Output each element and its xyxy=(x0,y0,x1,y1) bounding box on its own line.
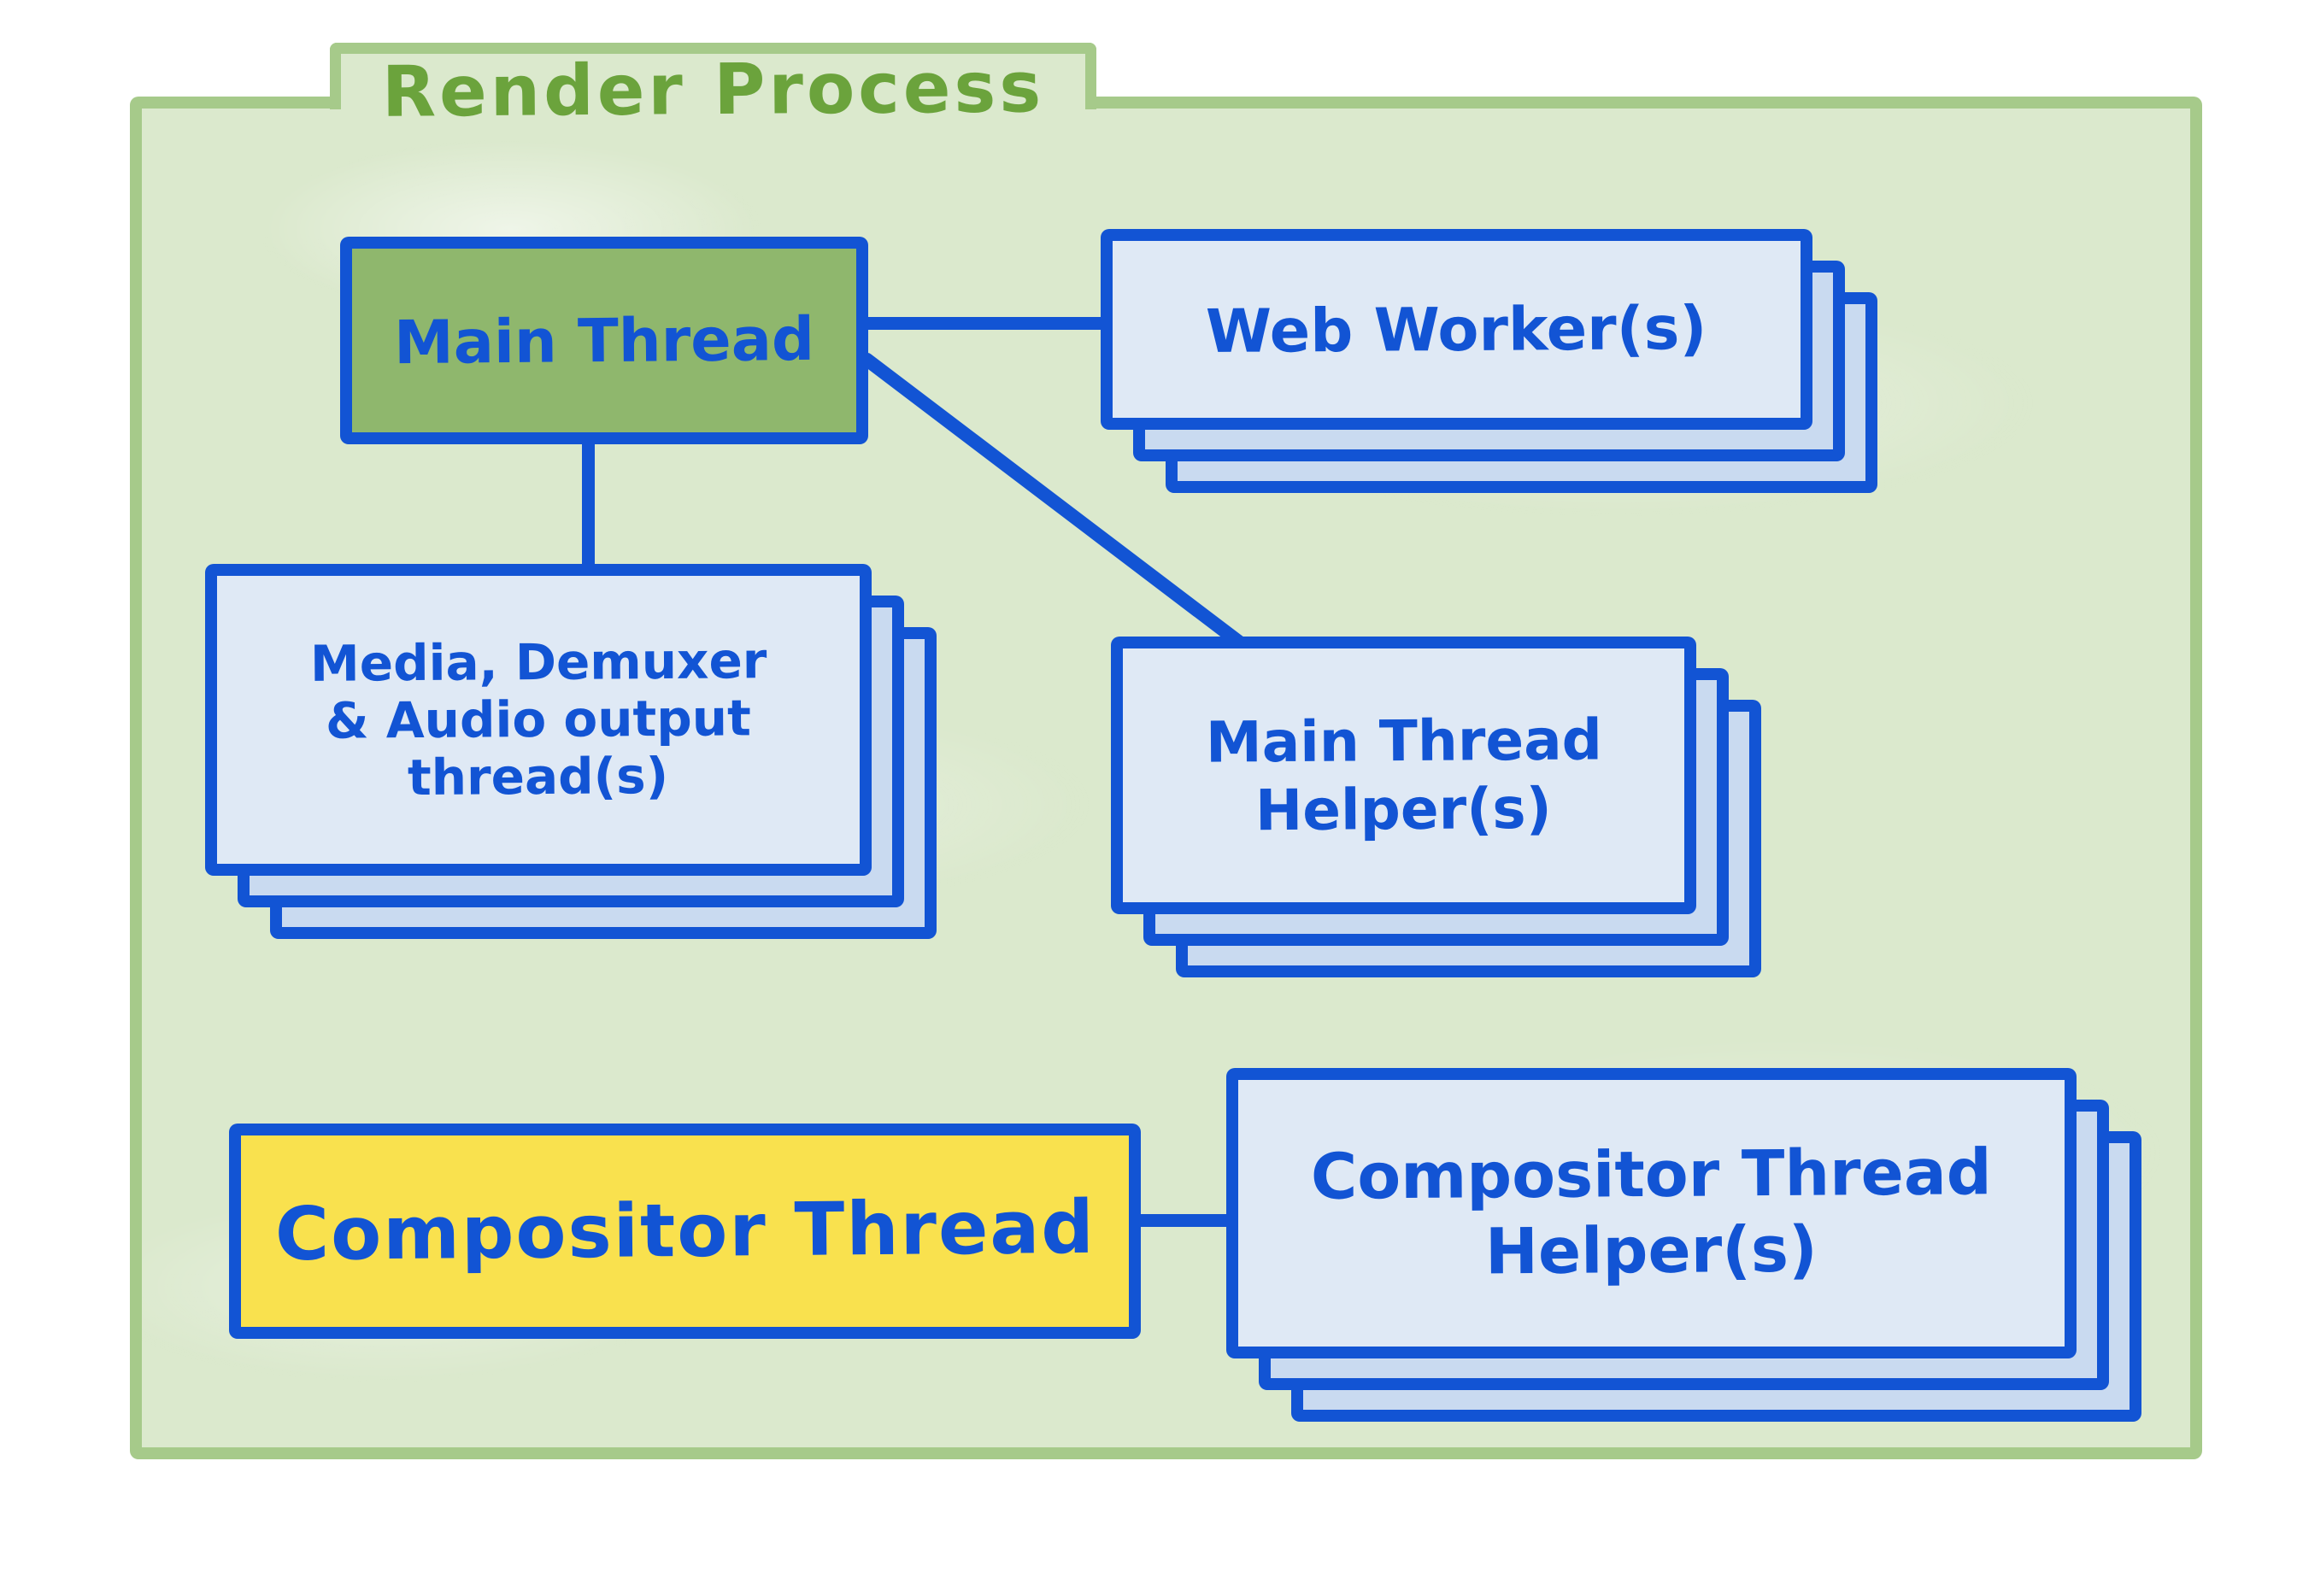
media-threads-label-line1: Media, Demuxer xyxy=(309,631,767,693)
compositor-helpers-label-line2: Helper(s) xyxy=(1484,1212,1818,1289)
media-threads-label-line2: & Audio output xyxy=(325,689,752,750)
compositor-helpers-label-line1: Compositor Thread xyxy=(1310,1135,1993,1214)
node-compositor-thread-helpers: Compositor Thread Helper(s) xyxy=(1226,1068,2141,1422)
main-thread-helpers-card-front: Main Thread Helper(s) xyxy=(1111,637,1696,914)
media-threads-label-line3: thread(s) xyxy=(408,747,669,807)
main-thread-label: Main Thread xyxy=(393,303,815,378)
node-main-thread-helpers: Main Thread Helper(s) xyxy=(1111,637,1761,977)
main-thread-helpers-label-line1: Main Thread xyxy=(1205,707,1602,776)
connector-main-thread-to-media-threads xyxy=(582,436,595,574)
render-process-folder-tab xyxy=(330,43,1096,109)
diagram-title: Render Process xyxy=(381,47,1045,133)
compositor-helpers-card-front: Compositor Thread Helper(s) xyxy=(1226,1068,2077,1358)
node-web-workers: Web Worker(s) xyxy=(1101,229,1877,493)
connector-main-thread-to-web-workers xyxy=(859,317,1113,330)
node-main-thread: Main Thread xyxy=(340,237,868,444)
web-workers-card-front: Web Worker(s) xyxy=(1101,229,1812,430)
node-compositor-thread: Compositor Thread xyxy=(229,1124,1141,1339)
media-threads-card-front: Media, Demuxer & Audio output thread(s) xyxy=(205,564,872,876)
node-media-threads: Media, Demuxer & Audio output thread(s) xyxy=(205,564,937,939)
compositor-thread-label: Compositor Thread xyxy=(274,1184,1096,1278)
connector-compositor-thread-to-helpers xyxy=(1132,1214,1233,1227)
main-thread-helpers-label-line2: Helper(s) xyxy=(1254,775,1553,843)
web-workers-label: Web Worker(s) xyxy=(1206,292,1707,367)
